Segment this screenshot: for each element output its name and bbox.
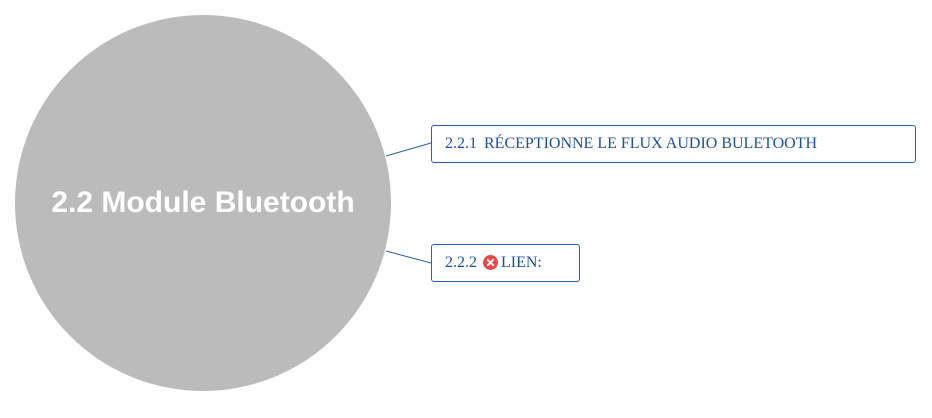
subtopic-number: 2.2.1 [445,135,477,152]
central-topic[interactable]: 2.2 Module Bluetooth [15,15,391,391]
subtopic-receive-audio-stream[interactable]: 2.2.1 RÉCEPTIONNE LE FLUX AUDIO BULETOOT… [431,125,916,163]
subtopic-label: RÉCEPTIONNE LE FLUX AUDIO BULETOOTH [484,135,818,152]
connector-topic-1 [385,142,432,157]
connector-topic-2 [385,250,432,264]
subtopic-link[interactable]: 2.2.2 LIEN: [431,244,580,282]
central-topic-label: 2.2 Module Bluetooth [51,186,355,219]
subtopic-number: 2.2.2 [445,254,477,271]
error-icon [483,254,498,270]
subtopic-label: LIEN: [501,254,542,271]
